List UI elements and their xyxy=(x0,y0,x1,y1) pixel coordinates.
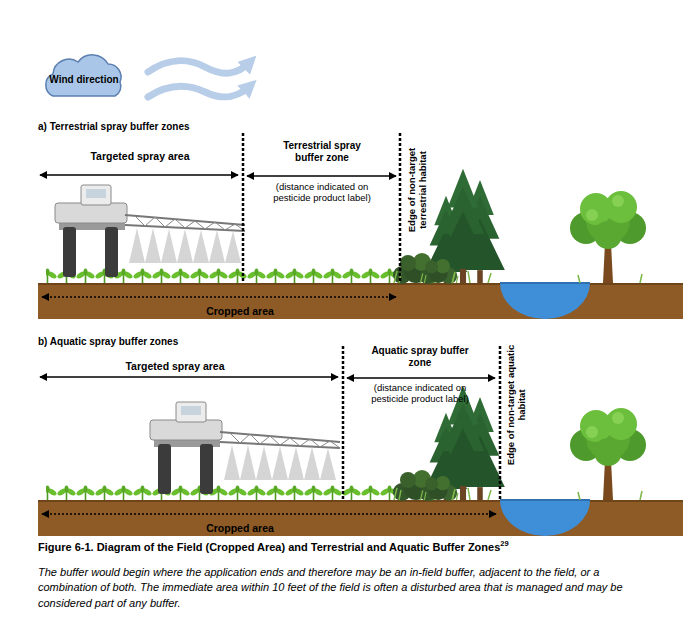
span-arrow xyxy=(40,174,238,176)
caption-note: The buffer would begin where the applica… xyxy=(38,565,658,611)
boundary-line xyxy=(342,346,345,500)
sprayer-tractor xyxy=(55,185,245,277)
span-arrow xyxy=(42,513,496,515)
wind-cloud: Wind direction xyxy=(38,56,130,102)
zone-label: Aquatic spray buffer zone xyxy=(368,345,472,369)
zone-label: Targeted spray area xyxy=(125,360,224,373)
wind-arrow xyxy=(148,86,250,97)
edge-label: Edge of non-target terrestrial habitat xyxy=(406,129,429,251)
field-scene xyxy=(38,386,683,536)
node-label: Wind direction xyxy=(38,56,130,102)
zone-label: Targeted spray area xyxy=(90,150,189,163)
wind-arrow xyxy=(148,61,250,73)
panel-heading: a) Terrestrial spray buffer zones xyxy=(38,121,190,133)
area-label: Cropped area xyxy=(206,305,274,318)
footnote-number: 29 xyxy=(500,539,508,548)
boundary-line xyxy=(499,346,502,500)
distance-note: (distance indicated on pesticide product… xyxy=(356,382,484,405)
span-arrow xyxy=(347,377,495,379)
caption-block: Figure 6-1. Diagram of the Field (Croppe… xyxy=(38,540,678,554)
span-arrow xyxy=(40,376,338,378)
distance-note: (distance indicated on pesticide product… xyxy=(258,181,386,204)
field-scene xyxy=(38,169,683,319)
boundary-line xyxy=(399,133,402,283)
sprayer-tractor xyxy=(150,402,340,494)
boundary-line xyxy=(242,133,245,283)
panel-heading: b) Aquatic spray buffer zones xyxy=(38,336,178,348)
span-arrow xyxy=(42,296,396,298)
edge-label: Edge of non-target aquatic habitat xyxy=(505,344,528,466)
span-arrow xyxy=(247,175,396,177)
zone-label: Terrestrial spray buffer zone xyxy=(270,140,374,164)
figure-caption: Figure 6-1. Diagram of the Field (Croppe… xyxy=(38,541,500,553)
area-label: Cropped area xyxy=(206,522,274,535)
